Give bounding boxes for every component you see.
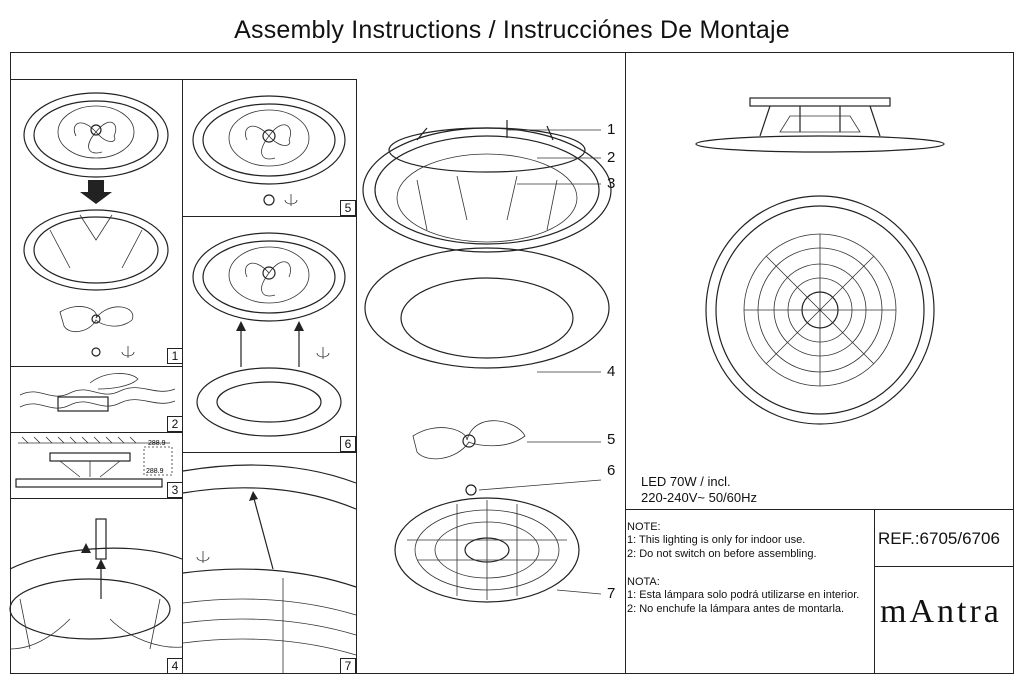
divider	[10, 79, 356, 80]
callout-number: 1	[607, 121, 616, 138]
divider	[625, 52, 626, 674]
divider	[625, 509, 1014, 510]
spec-line: 220-240V~ 50/60Hz	[641, 490, 758, 505]
callout-number: 5	[607, 431, 616, 448]
note-line: 2: Do not switch on before assembling.	[627, 548, 817, 560]
down-arrow-icon	[80, 180, 112, 204]
divider	[10, 432, 182, 433]
divider	[182, 79, 183, 674]
divider	[182, 216, 356, 217]
callout-number: 2	[607, 149, 616, 166]
step-number: 6	[340, 436, 356, 452]
divider	[874, 509, 875, 674]
divider	[356, 79, 357, 674]
callout-number: 6	[607, 462, 616, 479]
note-line: 1: Esta lámpara solo podrá utilizarse en…	[627, 589, 860, 601]
step5-illustration	[192, 95, 346, 206]
note-line: 1: This lighting is only for indoor use.	[627, 534, 806, 546]
step3-illustration: 288.9 288.9	[15, 436, 173, 488]
dimension-label: 288.9	[146, 468, 164, 475]
callout-number: 4	[607, 363, 616, 380]
note-line: 2: No enchufe la lámpara antes de montar…	[627, 603, 845, 615]
divider	[10, 498, 182, 499]
brand-logo: mAntra	[880, 593, 1002, 630]
spec-line: LED 70W / incl.	[641, 474, 731, 489]
callout-number: 7	[607, 585, 616, 602]
step6-illustration	[192, 232, 346, 437]
step2-illustration	[19, 373, 176, 412]
step7-illustration	[182, 464, 357, 674]
note-heading: NOTE:	[627, 521, 661, 533]
step-number: 2	[167, 416, 183, 432]
dimension-label: 288.9	[148, 440, 166, 447]
callout-number: 3	[607, 175, 616, 192]
divider	[874, 566, 1014, 567]
exploded-view	[362, 120, 612, 603]
step-number: 5	[340, 200, 356, 216]
divider	[10, 366, 182, 367]
reference-number: REF.:6705/6706	[878, 529, 1000, 548]
page-title: Assembly Instructions / Instrucciónes De…	[234, 16, 790, 44]
note-heading: NOTA:	[627, 576, 660, 588]
step-number: 1	[167, 348, 183, 364]
step4-illustration	[9, 518, 183, 650]
product-side-view	[695, 97, 945, 153]
step-number: 7	[340, 658, 356, 674]
step-number: 3	[167, 482, 183, 498]
instruction-frame	[10, 52, 1014, 674]
step-number: 4	[167, 658, 183, 674]
product-bottom-view	[705, 195, 935, 425]
step1-illustration	[23, 92, 169, 358]
divider	[182, 452, 356, 453]
